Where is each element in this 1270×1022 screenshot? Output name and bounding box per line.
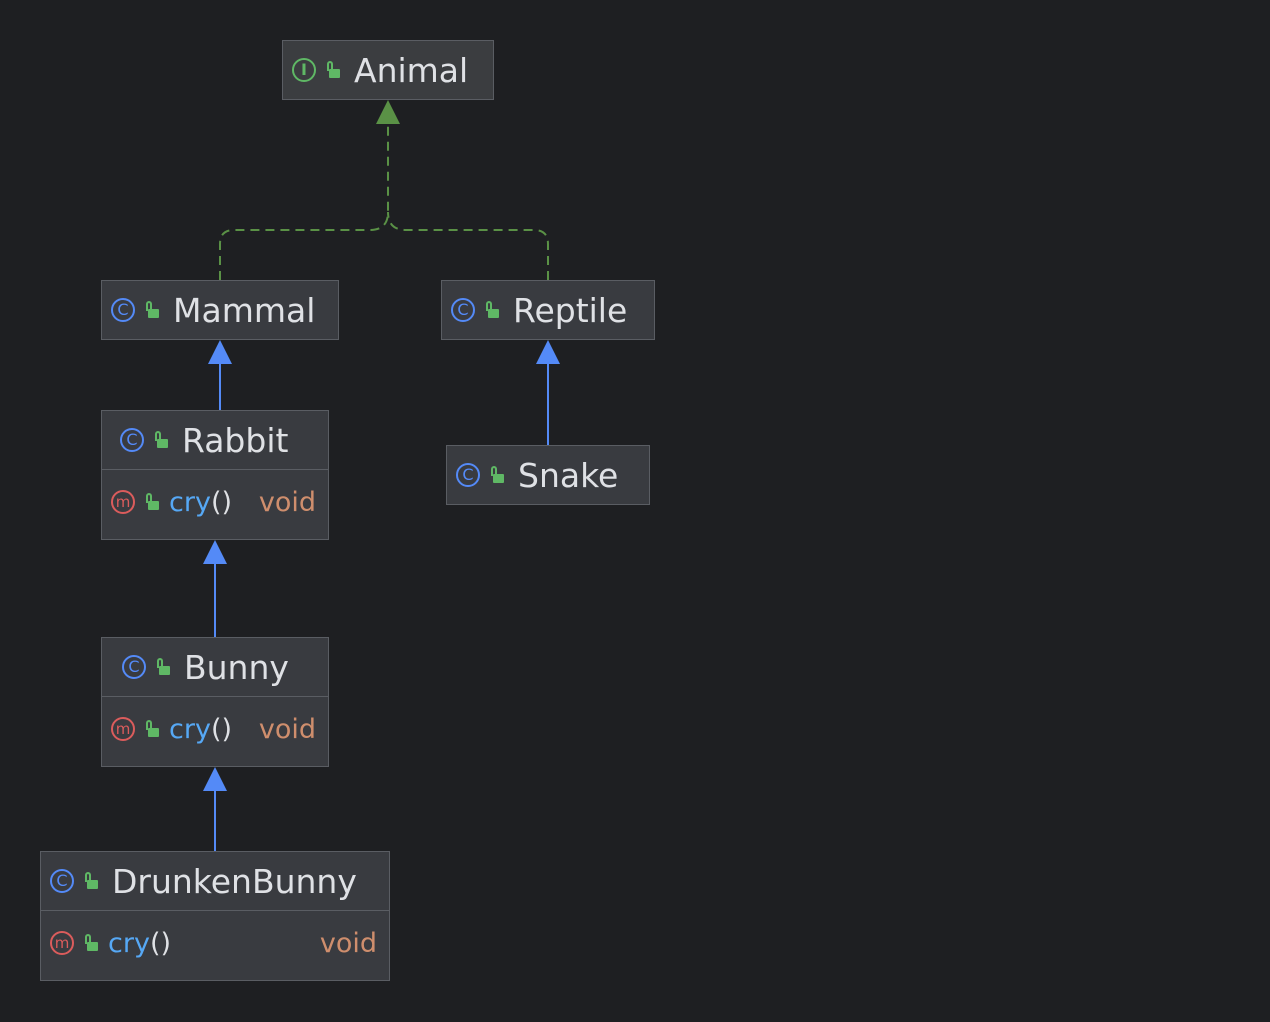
public-lock-icon [145, 720, 159, 738]
public-lock-icon [84, 934, 98, 952]
extends-arrowhead [203, 767, 227, 791]
divider [102, 696, 328, 697]
extends-arrowhead [208, 340, 232, 364]
node-rabbit[interactable]: C Rabbit m cry() void [101, 410, 329, 540]
public-lock-icon [326, 61, 340, 79]
node-bunny[interactable]: C Bunny m cry() void [101, 637, 329, 767]
node-snake[interactable]: C Snake [446, 445, 650, 505]
public-lock-icon [145, 301, 159, 319]
class-icon: C [111, 298, 135, 322]
class-icon: C [50, 869, 74, 893]
node-name: DrunkenBunny [112, 861, 357, 901]
method-icon: m [111, 490, 135, 514]
node-header: C Snake [447, 446, 649, 504]
public-lock-icon [490, 466, 504, 484]
method-name: cry() [169, 486, 233, 518]
method-row[interactable]: m cry() void [41, 911, 389, 975]
node-header: C DrunkenBunny [41, 852, 389, 910]
method-icon: m [111, 717, 135, 741]
node-name: Mammal [173, 290, 316, 330]
node-reptile[interactable]: C Reptile [441, 280, 655, 340]
return-type: void [319, 927, 377, 959]
public-lock-icon [84, 872, 98, 890]
implements-arrowhead [376, 100, 400, 124]
public-lock-icon [145, 493, 159, 511]
edge-mammal-implements-animal [219, 124, 389, 280]
return-type: void [258, 486, 316, 518]
node-name: Bunny [184, 647, 289, 687]
method-row[interactable]: m cry() void [102, 470, 328, 534]
node-header: I Animal [283, 41, 493, 99]
node-mammal[interactable]: C Mammal [101, 280, 339, 340]
node-animal[interactable]: I Animal [282, 40, 494, 100]
class-icon: C [451, 298, 475, 322]
extends-arrowhead [203, 540, 227, 564]
node-name: Animal [354, 50, 469, 90]
node-header: C Bunny [102, 638, 328, 696]
node-name: Snake [518, 455, 619, 495]
divider [102, 469, 328, 470]
class-icon: C [120, 428, 144, 452]
class-icon: C [456, 463, 480, 487]
method-icon: m [50, 931, 74, 955]
node-drunkenbunny[interactable]: C DrunkenBunny m cry() void [40, 851, 390, 981]
node-name: Rabbit [182, 420, 289, 460]
return-type: void [258, 713, 316, 745]
method-name: cry() [108, 927, 172, 959]
divider [41, 910, 389, 911]
public-lock-icon [156, 658, 170, 676]
extends-arrowhead [536, 340, 560, 364]
public-lock-icon [485, 301, 499, 319]
node-name: Reptile [513, 290, 628, 330]
node-header: C Rabbit [102, 411, 328, 469]
method-row[interactable]: m cry() void [102, 697, 328, 761]
method-name: cry() [169, 713, 233, 745]
interface-icon: I [292, 58, 316, 82]
node-header: C Mammal [102, 281, 338, 339]
node-header: C Reptile [442, 281, 654, 339]
public-lock-icon [154, 431, 168, 449]
edge-reptile-implements-animal [387, 211, 549, 280]
class-icon: C [122, 655, 146, 679]
